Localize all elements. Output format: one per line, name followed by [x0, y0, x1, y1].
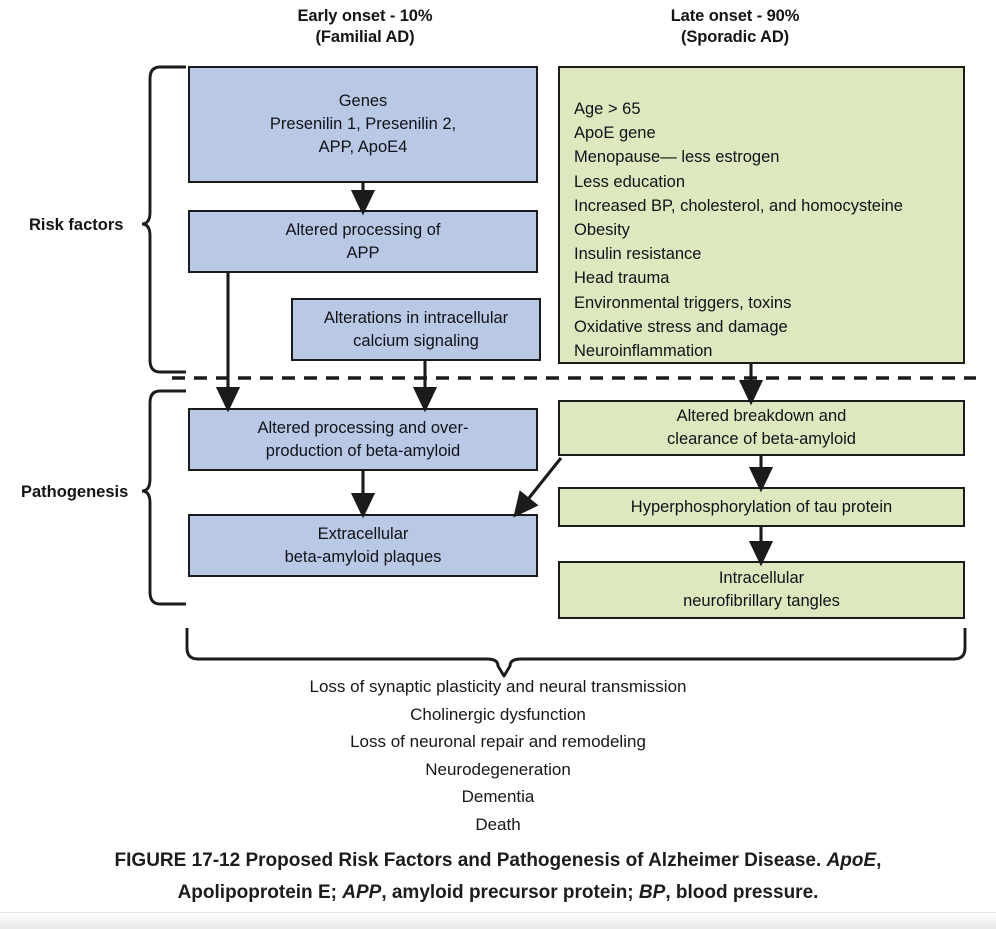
- risk-factor-item: Menopause— less estrogen: [574, 148, 780, 167]
- column-header-early-onset-line2: (Familial AD): [315, 28, 415, 46]
- box-calcium-signaling: Alterations in intracellular calcium sig…: [291, 298, 541, 361]
- brace-outcomes: [185, 628, 967, 678]
- outcome-item: Neurodegeneration: [425, 759, 571, 779]
- box-genes-text: Genes Presenilin 1, Presenilin 2, APP, A…: [269, 92, 457, 156]
- box-altered-processing-app-text: Altered processing of APP: [285, 220, 441, 262]
- risk-factor-item: Increased BP, cholesterol, and homocyste…: [574, 196, 903, 215]
- box-extracellular-plaques-text: Extracellular beta-amyloid plaques: [284, 524, 442, 566]
- brace-pathogenesis: [141, 389, 186, 606]
- outcome-item: Dementia: [461, 787, 535, 806]
- risk-factor-item: ApoE gene: [574, 124, 656, 143]
- box-extracellular-plaques: Extracellular beta-amyloid plaques: [188, 514, 538, 577]
- column-header-late-onset-line1: Late onset - 90%: [670, 7, 800, 25]
- column-header-early-onset: Early onset - 10% (Familial AD): [240, 6, 490, 48]
- box-beta-amyloid-overproduction-text: Altered processing and over- production …: [257, 418, 469, 460]
- box-altered-breakdown-clearance: Altered breakdown and clearance of beta-…: [558, 400, 965, 456]
- outcome-item: Loss of synaptic plasticity and neural t…: [309, 677, 687, 696]
- box-altered-processing-app: Altered processing of APP: [188, 210, 538, 273]
- caption-abbr-apoe: ApoE: [826, 850, 877, 871]
- box-tau-hyperphosphorylation-text: Hyperphosphorylation of tau protein: [630, 497, 893, 516]
- column-header-early-onset-line1: Early onset - 10%: [297, 7, 433, 25]
- risk-factor-item: Obesity: [574, 221, 630, 240]
- column-header-late-onset: Late onset - 90% (Sporadic AD): [610, 6, 860, 48]
- caption-abbr-app-def: , amyloid precursor protein;: [381, 882, 639, 903]
- box-calcium-signaling-text: Alterations in intracellular calcium sig…: [323, 308, 509, 350]
- section-label-pathogenesis: Pathogenesis: [21, 483, 129, 501]
- box-neurofibrillary-tangles-text: Intracellular neurofibrillary tangles: [683, 569, 840, 610]
- caption-title: Proposed Risk Factors and Pathogenesis o…: [245, 850, 822, 871]
- caption-abbr-bp: BP: [638, 882, 666, 903]
- caption-abbr-app: APP: [342, 882, 382, 903]
- risk-factor-item: Insulin resistance: [574, 245, 702, 264]
- box-beta-amyloid-overproduction: Altered processing and over- production …: [188, 408, 538, 471]
- outcomes-list: Loss of synaptic plasticity and neural t…: [0, 673, 996, 838]
- outcome-item: Death: [475, 814, 521, 834]
- window-bottom-strip: [0, 912, 996, 929]
- box-tau-hyperphosphorylation: Hyperphosphorylation of tau protein: [558, 487, 965, 527]
- risk-factor-item: Age > 65: [574, 100, 641, 118]
- caption-figure-number: FIGURE 17-12: [114, 850, 241, 871]
- caption-abbr-apoe-def: , Apolipoprotein E;: [177, 850, 882, 903]
- box-neurofibrillary-tangles: Intracellular neurofibrillary tangles: [558, 561, 965, 619]
- caption-abbr-bp-def: , blood pressure.: [665, 882, 819, 903]
- risk-factor-item: Less education: [574, 172, 685, 191]
- box-genes: Genes Presenilin 1, Presenilin 2, APP, A…: [188, 66, 538, 183]
- outcome-item: Cholinergic dysfunction: [410, 704, 586, 724]
- risk-factor-item: Environmental triggers, toxins: [574, 293, 792, 312]
- box-altered-breakdown-clearance-text: Altered breakdown and clearance of beta-…: [667, 407, 856, 448]
- risk-factor-item: Oxidative stress and damage: [574, 317, 788, 336]
- brace-risk-factors: [141, 65, 186, 374]
- figure-caption: FIGURE 17-12 Proposed Risk Factors and P…: [46, 845, 950, 909]
- column-header-late-onset-line2: (Sporadic AD): [680, 28, 790, 46]
- outcome-item: Loss of neuronal repair and remodeling: [350, 732, 646, 751]
- risk-factor-item: Neuroinflammation: [574, 342, 713, 361]
- section-label-risk-factors: Risk factors: [29, 216, 124, 234]
- risk-factor-item: Head trauma: [574, 269, 670, 288]
